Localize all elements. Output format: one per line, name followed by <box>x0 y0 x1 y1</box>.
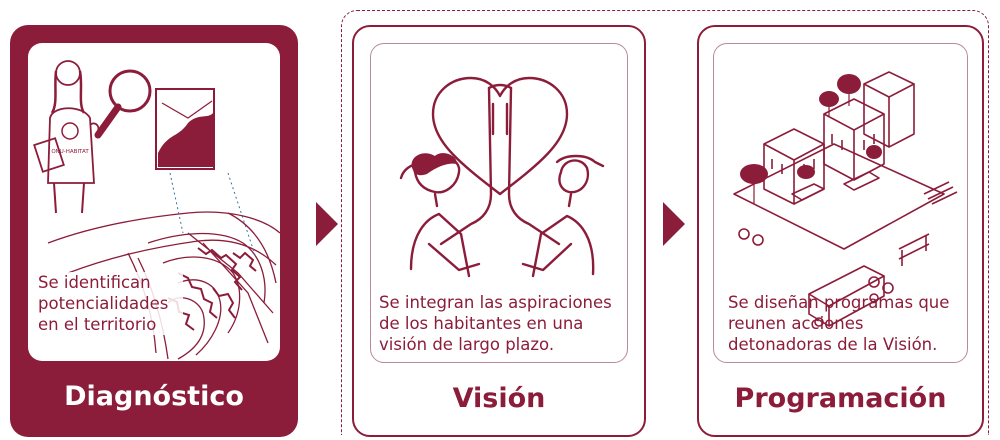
arrow-right-icon <box>316 202 338 246</box>
neighborhood-isometric-illustration <box>733 71 958 327</box>
vision-description: Se integran las aspiraciones de los habi… <box>379 293 612 354</box>
heart-high-five-illustration <box>399 76 605 278</box>
territory-map-illustration: ONU-HABITAT <box>33 60 281 360</box>
programacion-card: Se diseñan programas que reunen acciones… <box>697 25 984 437</box>
vision-programming-group-frame <box>341 10 989 435</box>
diagnostico-title: Diagnóstico <box>64 381 244 412</box>
programacion-title: Programación <box>734 383 947 414</box>
badge-text: ONU-HABITAT <box>51 149 89 155</box>
diagnostico-card: ONU-HABITAT Se identifican potencialidad… <box>10 25 298 437</box>
diagnostico-illustration-panel: ONU-HABITAT Se identifican potencialidad… <box>28 43 281 361</box>
programacion-illustration-panel: Se diseñan programas que reunen acciones… <box>713 43 968 363</box>
vision-card: Se integran las aspiraciones de los habi… <box>352 25 646 437</box>
diagnostico-description: Se identifican potencialidades en el ter… <box>38 272 183 335</box>
vision-illustration-panel: Se integran las aspiraciones de los habi… <box>370 43 628 363</box>
vision-title: Visión <box>452 383 546 414</box>
programacion-description: Se diseñan programas que reunen acciones… <box>728 293 950 354</box>
arrow-right-icon <box>663 202 685 246</box>
